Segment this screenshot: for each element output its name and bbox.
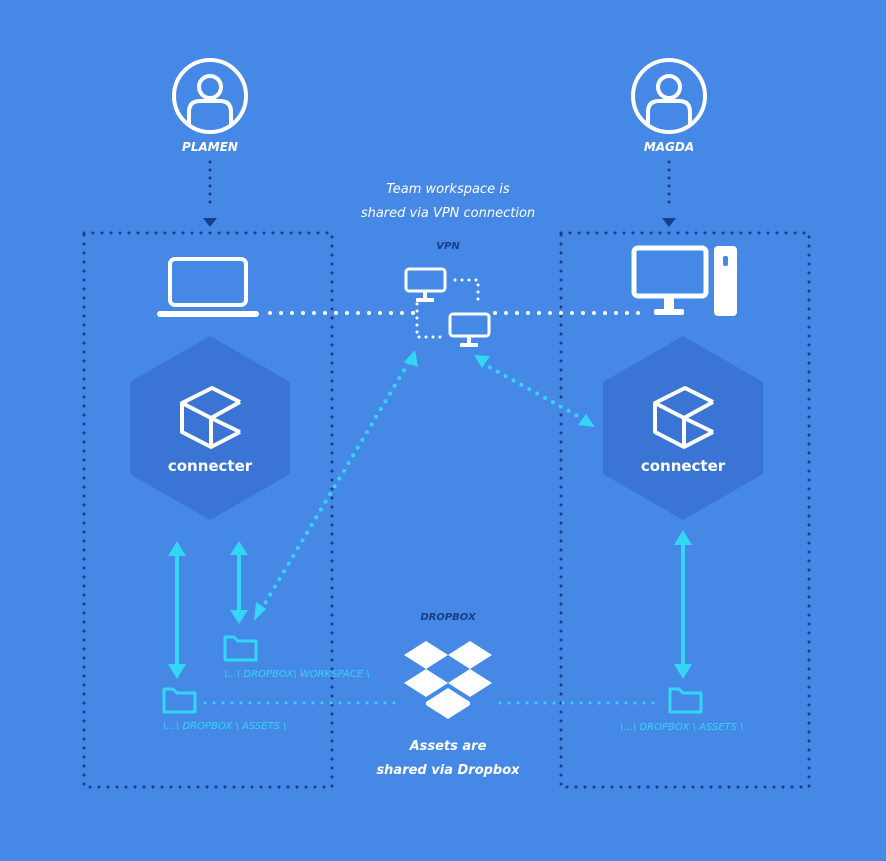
vpn-monitor-icon-1: [404, 267, 447, 302]
vpn-monitor-icon-2: [448, 312, 491, 347]
right-assets-sync-arrow: [674, 530, 692, 679]
vpn-note-line2: shared via VPN connection: [360, 206, 536, 221]
left-assets-folder-icon: [162, 687, 197, 714]
user-name-plamen: PLAMEN: [182, 140, 238, 154]
left-workspace-path: \...\ DROPBOX\ WORKSPACE \: [224, 669, 370, 680]
vpn-link-dots: [453, 278, 480, 306]
right-assets-path: \...\ DROPBOX \ ASSETS \: [620, 722, 744, 733]
dropbox-note-line2: shared via Dropbox: [376, 763, 520, 778]
right-connecter-logo-icon: [653, 386, 714, 449]
vpn-link-dots-2: [415, 302, 446, 339]
user-icon-magda: [631, 58, 707, 134]
desktop-icon: [631, 245, 737, 316]
left-connecter-logo-icon: [180, 386, 241, 449]
left-user-arrowhead: [203, 218, 217, 227]
user-name-magda: MAGDA: [643, 140, 695, 154]
left-workspace-folder-icon: [223, 635, 258, 662]
dropbox-note-line1: Assets are: [409, 739, 487, 754]
left-assets-path: \...\ DROPBOX \ ASSETS \: [163, 721, 287, 732]
dropbox-icon: [404, 641, 492, 719]
vpn-label: VPN: [436, 241, 460, 252]
user-icon-plamen: [172, 58, 248, 134]
laptop-icon: [157, 257, 259, 317]
left-assets-sync-arrow: [168, 541, 186, 679]
right-connecter-label: connecter: [640, 457, 726, 475]
workspace-vpn-link-arrow: [254, 350, 418, 621]
left-zone-border: [82, 231, 334, 789]
right-user-arrowhead: [662, 218, 676, 227]
vpn-right-connecter-link-arrow: [474, 355, 595, 427]
vpn-note-line1: Team workspace is: [386, 182, 510, 197]
left-connecter-label: connecter: [167, 457, 253, 475]
dropbox-label: DROPBOX: [420, 612, 476, 623]
right-assets-folder-icon: [668, 687, 703, 714]
right-zone-border: [559, 231, 811, 789]
left-workspace-sync-arrow: [230, 541, 248, 624]
